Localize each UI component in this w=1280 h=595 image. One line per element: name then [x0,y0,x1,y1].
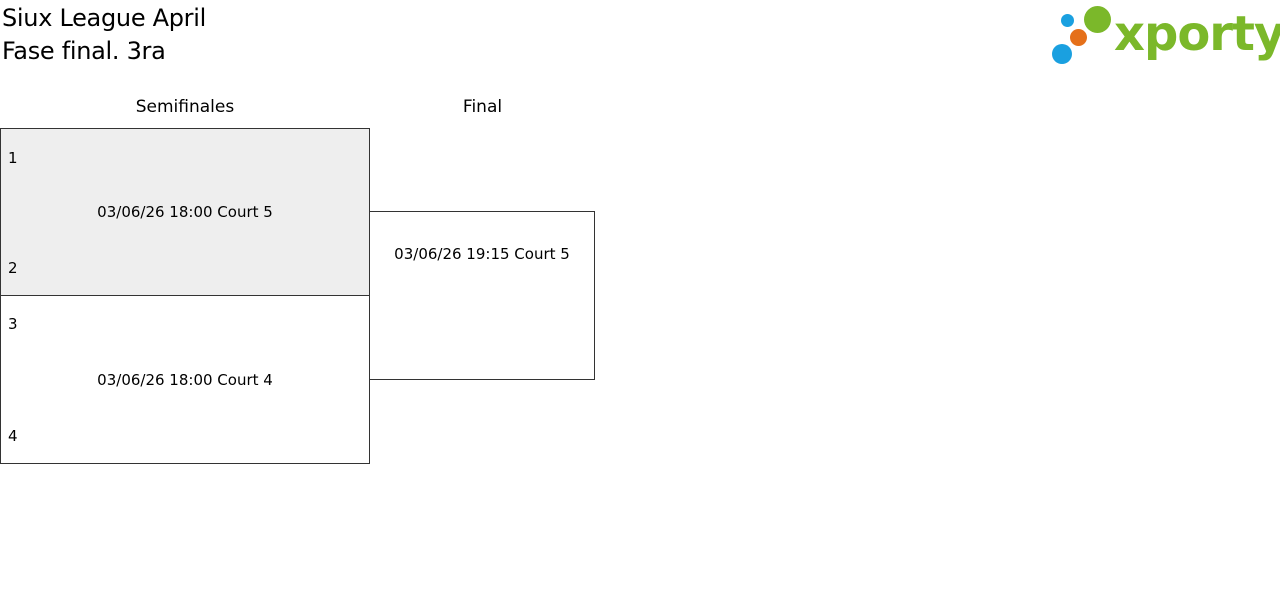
logo-dot-orange [1070,29,1087,46]
match-semifinal-2[interactable]: 3 03/06/26 18:00 Court 4 4 [0,295,370,464]
match-schedule: 03/06/26 18:00 Court 5 [97,203,273,221]
match-schedule: 03/06/26 18:00 Court 4 [97,371,273,389]
logo-dot-blue-big [1052,44,1072,64]
phase-name: Fase final. 3ra [2,37,166,65]
xporty-logo: xporty [1050,4,1280,68]
tournament-name: Siux League April [2,4,206,32]
team-slot-top: 1 [8,149,18,167]
team-slot-bottom: 2 [8,259,18,277]
page-title: Siux League April Fase final. 3ra [2,2,206,68]
round-header-semifinales: Semifinales [135,97,235,117]
logo-dot-blue-small [1061,14,1074,27]
match-schedule: 03/06/26 19:15 Court 5 [394,245,570,263]
team-slot-top: 3 [8,315,18,333]
logo-wordmark: xporty [1114,6,1280,62]
match-final[interactable]: 03/06/26 19:15 Court 5 [369,211,595,380]
round-header-final: Final [462,97,503,117]
match-semifinal-1[interactable]: 1 03/06/26 18:00 Court 5 2 [0,128,370,296]
logo-dot-green [1084,6,1111,33]
team-slot-bottom: 4 [8,427,18,445]
